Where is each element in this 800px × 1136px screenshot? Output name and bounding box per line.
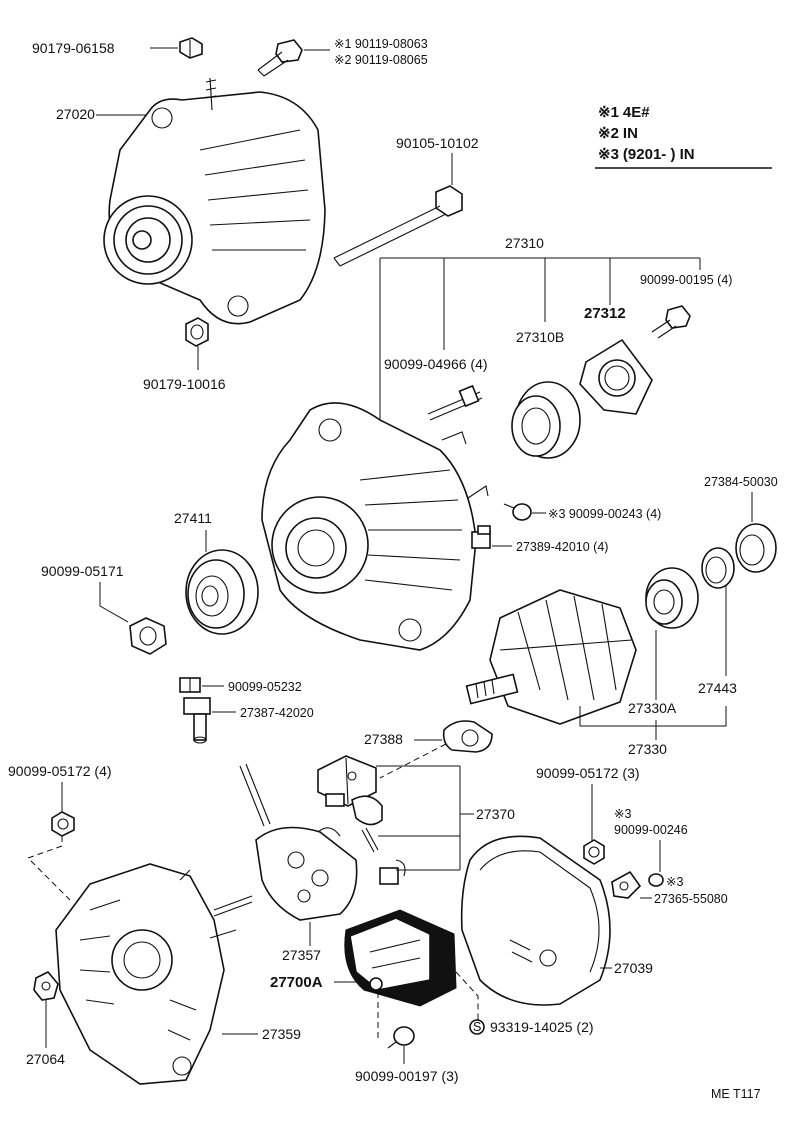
- label-27330: 27330: [628, 741, 667, 757]
- label-27387-42020: 27387-42020: [240, 706, 314, 720]
- label-27365-mark: ※3: [666, 875, 683, 889]
- cover-27064: [33, 971, 59, 1001]
- insulator-27389-42010: [471, 525, 491, 549]
- regulator-27700A: [344, 909, 457, 1007]
- spacer-27443: [701, 547, 735, 589]
- drive-end-frame: [261, 402, 489, 651]
- bracket-27310: [379, 257, 701, 430]
- dash-90099-05172-4: [27, 836, 71, 901]
- label-90099-05171: 90099-05171: [41, 563, 124, 579]
- label-90099-00197: 90099-00197 (3): [355, 1068, 459, 1084]
- label-90099-05172-3: 90099-05172 (3): [536, 765, 640, 781]
- nut-90179-10016: [185, 317, 209, 347]
- clip-27388: [442, 720, 493, 753]
- label-93319-marker: S: [473, 1020, 481, 1034]
- label-27310B: 27310B: [516, 329, 564, 345]
- label-27359: 27359: [262, 1026, 301, 1042]
- label-27020: 27020: [56, 106, 95, 122]
- label-27039: 27039: [614, 960, 653, 976]
- label-90179-06158: 90179-06158: [32, 40, 115, 56]
- legend-entry-3: ※3(9201- ) IN: [598, 146, 695, 163]
- s-marker-circle: [469, 1019, 485, 1035]
- dash-27388: [379, 743, 447, 779]
- label-27388: 27388: [364, 731, 403, 747]
- bearing-27310B: [511, 381, 581, 459]
- bolt-90099-00195: [651, 305, 691, 339]
- rear-cover-27039: [460, 835, 611, 1006]
- label-27310: 27310: [505, 235, 544, 251]
- screw-90099-00246: [648, 873, 664, 887]
- retainer-plate-27312: [579, 338, 653, 415]
- alternator-assembly-27020: [103, 77, 326, 325]
- label-27443: 27443: [698, 680, 737, 696]
- dash-27700A-right: [455, 971, 479, 1020]
- label-27357: 27357: [282, 947, 321, 963]
- label-90099-05232: 90099-05232: [228, 680, 302, 694]
- label-27700A: 27700A: [270, 974, 323, 991]
- brush-holder-27370: [317, 755, 406, 885]
- label-90099-00243: ※3 90099-00243 (4): [548, 507, 661, 521]
- label-27370: 27370: [476, 806, 515, 822]
- nut-90099-05172-left: [51, 811, 75, 837]
- rear-end-frame-27359: [55, 863, 253, 1085]
- pulley-27411: [185, 549, 259, 635]
- label-90119-08065: ※2 90119-08065: [334, 53, 428, 67]
- stud-90099-04966: [427, 384, 483, 421]
- cover-27384-50030: [735, 523, 777, 573]
- bearing-27330A: [645, 567, 699, 629]
- label-90099-05172-4: 90099-05172 (4): [8, 763, 112, 779]
- bracket-27370: [376, 765, 474, 871]
- terminal-insulator-27387-42020: [183, 697, 211, 744]
- screw-90099-00197: [387, 1026, 415, 1049]
- label-27330A: 27330A: [628, 700, 677, 716]
- label-93319-14025: 93319-14025 (2): [490, 1019, 594, 1035]
- plate-27365-55080: [611, 870, 642, 899]
- label-90099-00246: 90099-00246: [614, 823, 688, 837]
- drawing-code: ME T117: [711, 1087, 761, 1101]
- nut-90099-05232: [179, 677, 201, 693]
- label-27365-55080: 27365-55080: [654, 892, 728, 906]
- label-27384-50030: 27384-50030: [704, 475, 778, 489]
- label-90105-10102: 90105-10102: [396, 135, 479, 151]
- rotor-27330: [465, 589, 637, 725]
- label-27411: 27411: [174, 510, 212, 526]
- bolt-90119: [257, 39, 303, 77]
- through-bolt-90105-10102: [333, 185, 463, 267]
- bracket-27330: [579, 706, 727, 740]
- label-90099-00195: 90099-00195 (4): [640, 273, 732, 287]
- label-90179-10016: 90179-10016: [143, 376, 226, 392]
- nut-90099-05172-right: [583, 839, 605, 865]
- label-27389-42010: 27389-42010 (4): [516, 540, 608, 554]
- nut-90099-05171: [129, 617, 167, 655]
- label-90099-04966: 90099-04966 (4): [384, 356, 488, 372]
- rectifier-27357: [239, 763, 358, 921]
- screw-90099-00243: [503, 503, 532, 521]
- label-27312: 27312: [584, 305, 626, 322]
- leader-90099-05171: [99, 582, 129, 623]
- label-90119-08063: ※1 90119-08063: [334, 37, 428, 51]
- label-27064: 27064: [26, 1051, 65, 1067]
- label-90099-00246-mark: ※3: [614, 807, 631, 821]
- nut-90179-06158: [179, 37, 203, 59]
